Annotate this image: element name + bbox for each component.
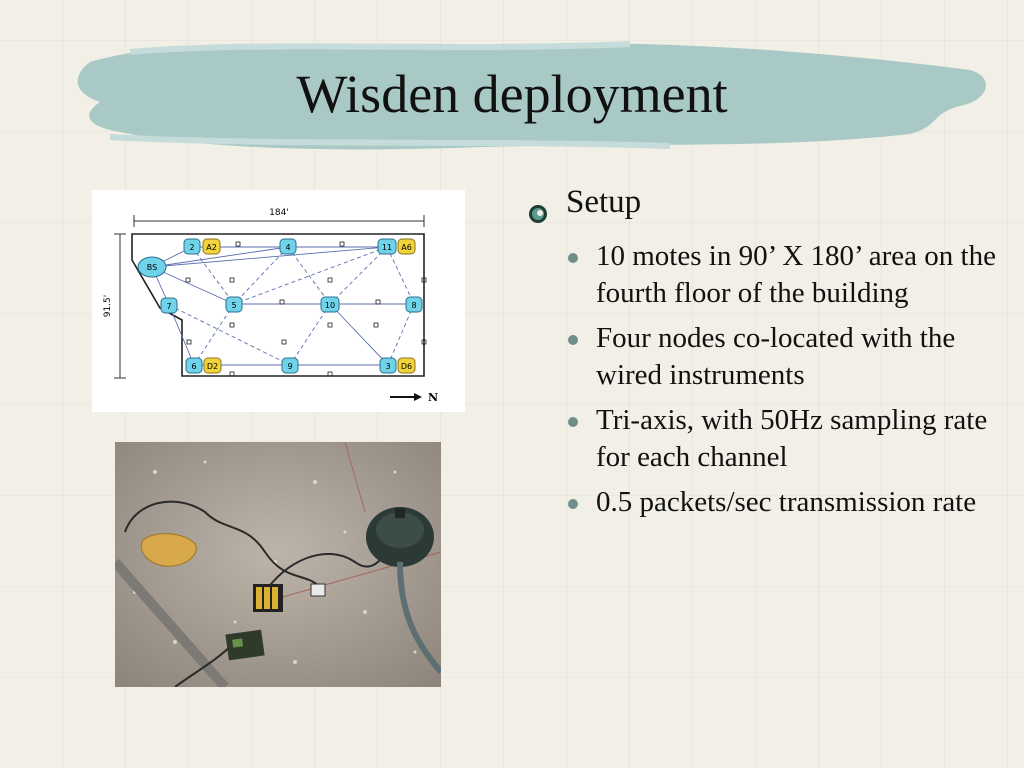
bullet-item: Tri-axis, with 50Hz sampling rate for ea… bbox=[568, 402, 998, 476]
node-label: A2 bbox=[206, 243, 217, 252]
height-label: 91.5' bbox=[103, 295, 113, 318]
bullet-dot-icon bbox=[568, 253, 578, 263]
bullet-dot-icon bbox=[568, 499, 578, 509]
node-label: A6 bbox=[401, 243, 412, 252]
bullet-text: Tri-axis, with 50Hz sampling rate for ea… bbox=[596, 404, 988, 473]
bullet-setup: Setup bbox=[528, 180, 998, 236]
floor-plan-diagram: 184' 91.5' bbox=[92, 190, 465, 412]
node-a6 bbox=[397, 238, 416, 255]
node-8 bbox=[405, 296, 423, 313]
bullet-text: Four nodes co-located with the wired ins… bbox=[596, 322, 956, 391]
node-label: 4 bbox=[285, 243, 290, 252]
slide-title: Wisden deployment bbox=[296, 64, 728, 124]
node-5 bbox=[225, 296, 243, 313]
sensor-markers bbox=[185, 241, 427, 377]
node-9 bbox=[281, 357, 299, 374]
node-d6 bbox=[397, 357, 416, 374]
solid-links bbox=[151, 246, 414, 366]
bullet-text: 10 motes in 90’ X 180’ area on the fourt… bbox=[596, 240, 996, 309]
node-7 bbox=[160, 297, 178, 314]
bullet-item: 0.5 packets/sec transmission rate bbox=[568, 484, 998, 521]
node-label: 3 bbox=[385, 362, 390, 371]
bullet-text: 0.5 packets/sec transmission rate bbox=[596, 486, 977, 518]
node-label: D2 bbox=[207, 362, 218, 371]
bullet-list: Setup 10 motes in 90’ X 180’ area on the… bbox=[528, 180, 998, 529]
bullet-item: Four nodes co-located with the wired ins… bbox=[568, 320, 998, 394]
node-6 bbox=[185, 357, 203, 374]
node-label: 8 bbox=[411, 301, 416, 310]
node-label: 6 bbox=[191, 362, 196, 371]
node-label: D6 bbox=[401, 362, 412, 371]
title-brush-stroke bbox=[77, 41, 987, 150]
node-label: 7 bbox=[166, 302, 171, 311]
node-3 bbox=[379, 357, 397, 374]
north-arrow-head bbox=[414, 393, 422, 401]
photo-illustration bbox=[115, 442, 441, 687]
node-d2 bbox=[203, 357, 222, 374]
node-base-station bbox=[137, 256, 167, 278]
deployment-photo bbox=[115, 442, 441, 687]
node-4 bbox=[279, 238, 297, 255]
node-label: 5 bbox=[231, 301, 236, 310]
node-a2 bbox=[202, 238, 221, 255]
building-outline bbox=[131, 233, 425, 377]
bullet-dot-icon bbox=[568, 417, 578, 427]
setup-heading: Setup bbox=[566, 184, 642, 220]
node-10 bbox=[320, 296, 340, 313]
bullet-dot-icon bbox=[568, 335, 578, 345]
node-2 bbox=[183, 238, 201, 255]
node-label: 10 bbox=[325, 301, 335, 310]
node-label: 2 bbox=[189, 243, 194, 252]
bullet-item: 10 motes in 90’ X 180’ area on the fourt… bbox=[568, 238, 998, 312]
dashed-links bbox=[168, 246, 415, 366]
node-label: 11 bbox=[382, 243, 392, 252]
floor-plan-svg: 184' 91.5' bbox=[103, 208, 438, 404]
width-label: 184' bbox=[269, 208, 289, 218]
node-label: BS bbox=[147, 263, 157, 272]
north-label: N bbox=[428, 391, 438, 404]
node-11 bbox=[377, 238, 397, 255]
swirl-bullet-icon bbox=[528, 180, 566, 236]
node-label: 9 bbox=[287, 362, 292, 371]
